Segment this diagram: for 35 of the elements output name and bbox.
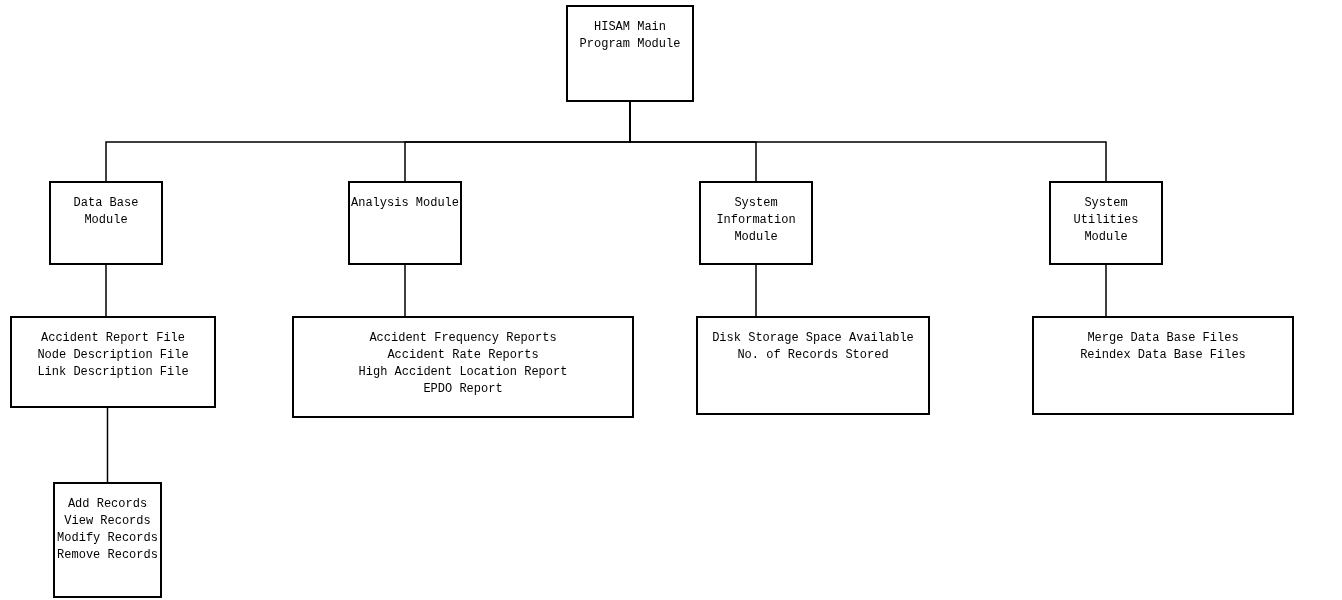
box-text: Merge Data Base Files <box>1087 330 1239 347</box>
module-box <box>49 181 163 265</box>
box-text: Accident Frequency Reports <box>369 330 557 347</box>
connector-line <box>105 264 107 317</box>
box-text: Disk Storage Space Available <box>712 330 914 347</box>
module-box <box>10 316 216 408</box>
module-box <box>696 316 930 415</box>
box-text: Data Base Module <box>72 195 140 229</box>
box-text: No. of Records Stored <box>737 347 889 364</box>
module-box <box>699 181 813 265</box>
box-text: Accident Report File <box>41 330 185 347</box>
connector-line <box>404 264 406 317</box>
module-box <box>1049 181 1163 265</box>
box-text: Remove Records <box>57 547 158 564</box>
box-text: HISAM Main Program Module <box>578 19 682 53</box>
box-text: Modify Records <box>57 530 158 547</box>
box-text: Node Description File <box>37 347 189 364</box>
module-box <box>566 5 694 102</box>
box-text: High Accident Location Report <box>358 364 568 381</box>
box-text: Reindex Data Base Files <box>1080 347 1246 364</box>
module-box <box>292 316 634 418</box>
connector-line <box>1105 264 1107 317</box>
connector-line <box>106 407 109 483</box>
box-text: System Information Module <box>715 195 797 246</box>
module-box <box>348 181 462 265</box>
box-text: Add Records <box>67 496 148 513</box>
box-text: EPDO Report <box>423 381 503 398</box>
box-text: View Records <box>64 513 151 530</box>
box-text: Link Description File <box>37 364 189 381</box>
module-box <box>53 482 162 598</box>
box-text: Analysis Module <box>351 195 459 212</box>
connector-line <box>755 264 757 317</box>
module-box <box>1032 316 1294 415</box>
box-text: Accident Rate Reports <box>387 347 539 364</box>
box-text: System Utilities Module <box>1072 195 1140 246</box>
